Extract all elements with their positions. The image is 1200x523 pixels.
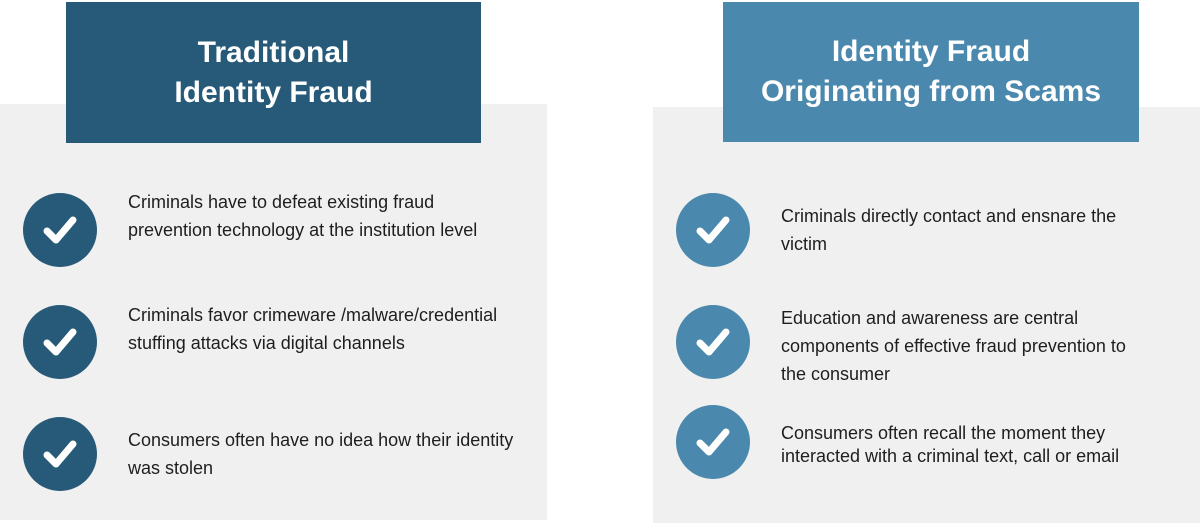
left-item-text: Criminals favor crimeware /malware/crede…: [128, 305, 498, 353]
right-item-text: Education and awareness are central comp…: [781, 308, 1126, 384]
check-icon: [676, 405, 750, 479]
right-title-line1: Identity Fraud: [831, 35, 1031, 68]
left-title-line1: Traditional: [197, 35, 350, 69]
check-icon: [676, 193, 750, 267]
right-item-text: Criminals directly contact and ensnare t…: [781, 206, 1117, 254]
check-icon: [676, 305, 750, 379]
right-title-line2: Originating from Scams: [760, 75, 1102, 108]
left-item-text: Criminals have to defeat existing fraud …: [128, 192, 478, 240]
left-title-line2: Identity Fraud: [174, 75, 373, 109]
left-item-text: Consumers often have no idea how their i…: [128, 430, 514, 478]
check-icon: [23, 305, 97, 379]
check-icon: [23, 417, 97, 491]
left-header: Traditional Identity Fraud: [66, 2, 481, 143]
right-item-text: Consumers often recall the moment they i…: [781, 423, 1120, 466]
right-header: Identity Fraud Originating from Scams: [723, 2, 1139, 142]
check-icon: [23, 193, 97, 267]
